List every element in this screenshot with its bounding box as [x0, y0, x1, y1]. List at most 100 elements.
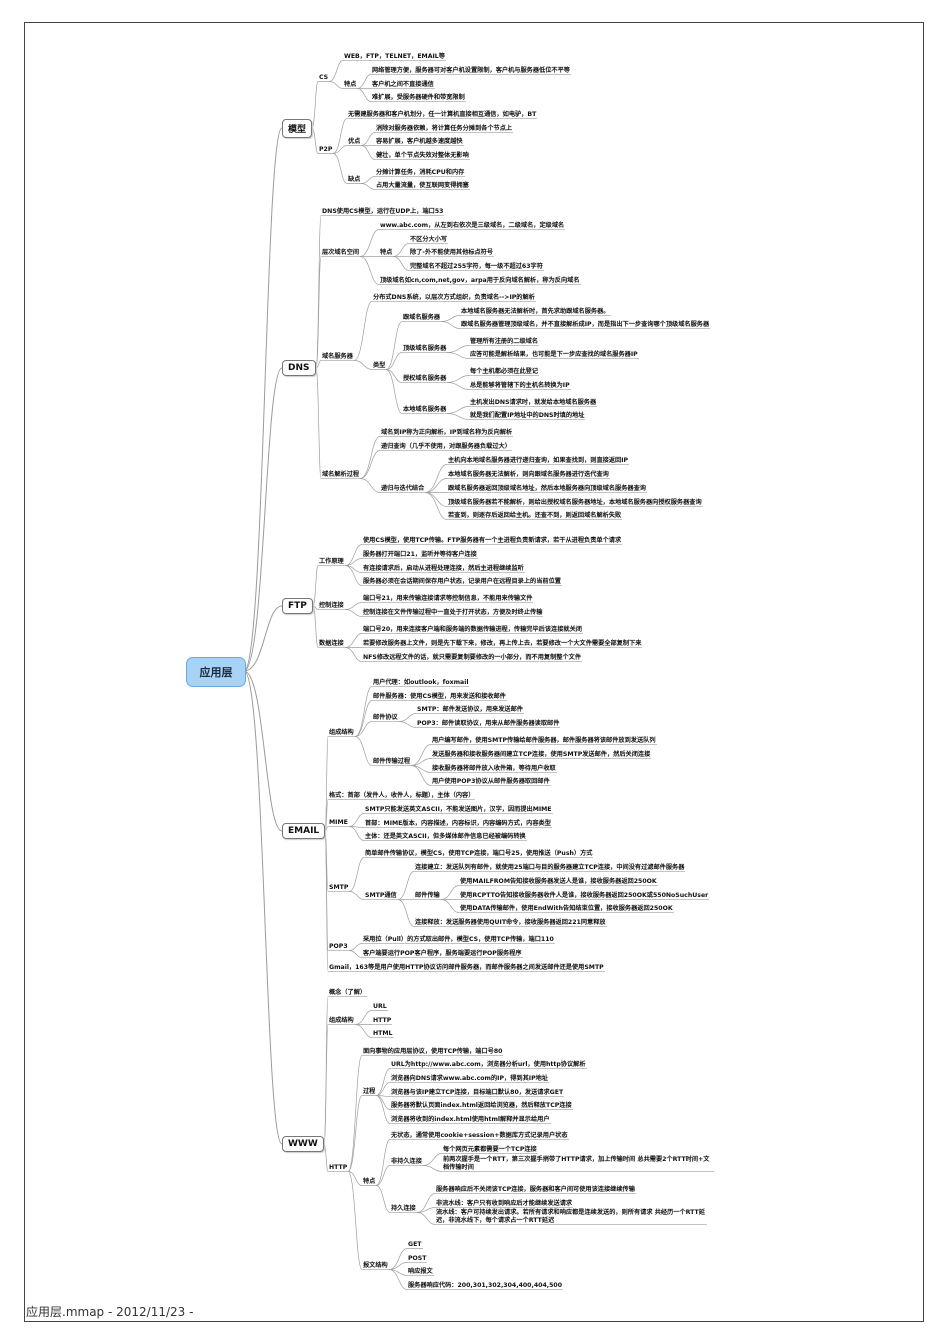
- leaf-node[interactable]: 每个网页元素都需要一个TCP连接: [443, 1146, 537, 1153]
- leaf-node[interactable]: 服务器响应代码：200,301,302,304,400,404,500: [408, 1282, 563, 1289]
- branch-node[interactable]: 跟域名服务器: [403, 314, 441, 321]
- leaf-node[interactable]: www.abc.com，从左到右依次是三级域名，二级域名，定级域名: [380, 222, 565, 229]
- leaf-node[interactable]: 邮件服务器：使用CS模型，用来发送和接收邮件: [373, 693, 506, 700]
- leaf-node[interactable]: SMTP只能发送英文ASCII，不能发送图片，汉字，因而提出MIME: [365, 806, 552, 813]
- leaf-node[interactable]: HTML: [373, 1030, 393, 1037]
- branch-node[interactable]: 缺点: [348, 176, 361, 183]
- leaf-node[interactable]: 主体：还是英文ASCII，但多媒体邮件信息已经被编码转换: [365, 833, 526, 840]
- leaf-node[interactable]: 浏览器向DNS请求www.abc.com的IP，得到其IP地址: [391, 1075, 548, 1082]
- branch-node[interactable]: 顶级域名服务器: [403, 345, 447, 352]
- leaf-node[interactable]: 接收服务器将邮件放入收件箱，等待用户收取: [432, 765, 556, 772]
- leaf-node[interactable]: 简单邮件传输协议，模型CS，使用TCP连接，端口号25，使用推送（Push）方式: [365, 850, 593, 857]
- branch-node[interactable]: 组成结构: [329, 729, 354, 736]
- branch-node[interactable]: 非持久连接: [391, 1158, 422, 1165]
- leaf-node[interactable]: 总是能够将管辖下的主机名转换为IP: [470, 382, 570, 389]
- branch-node[interactable]: 优点: [348, 138, 361, 145]
- leaf-node[interactable]: 服务器将默认页面index.html返回给浏览器，然后释放TCP连接: [391, 1102, 572, 1109]
- leaf-node[interactable]: 有连接请求后，启动从进程处理连接，然后主进程继续监听: [363, 565, 524, 572]
- branch-node[interactable]: 层次域名空间: [322, 249, 360, 256]
- leaf-node[interactable]: Gmail，163等是用户使用HTTP协议访问邮件服务器，而邮件服务器之间发送邮…: [329, 964, 604, 971]
- leaf-node[interactable]: 浏览器与该IP建立TCP连接，目标端口默认80，发送请求GET: [391, 1089, 564, 1096]
- leaf-node[interactable]: 控制连接在文件传输过程中一直处于打开状态，方便及时终止传输: [363, 609, 543, 616]
- leaf-node[interactable]: 管理所有注册的二级域名: [470, 338, 539, 345]
- leaf-node[interactable]: 格式：首部（发件人，收件人，标题），主体（内容）: [329, 792, 475, 799]
- branch-node[interactable]: 类型: [373, 362, 386, 369]
- leaf-node[interactable]: 顶级域名如cn,com,net,gov，arpa用于反向域名解析，称为反向域名: [380, 277, 580, 284]
- leaf-node[interactable]: 本地域名服务器无法解析时，首先求助跟域名服务器。: [461, 308, 610, 315]
- leaf-node[interactable]: 若要修改服务器上文件，则是先下载下来，修改，再上传上去，若要修改一个大文件需要全…: [363, 640, 642, 647]
- leaf-node[interactable]: 服务器打开端口21，监听并等待客户连接: [363, 551, 477, 558]
- leaf-node[interactable]: 首部：MIME版本，内容描述，内容标识，内容编码方式，内容类型: [365, 820, 551, 827]
- leaf-node[interactable]: URL为http://www.abc.com，浏览器分析url，使用http协议…: [391, 1061, 586, 1068]
- leaf-node[interactable]: 用户使用POP3协议从邮件服务器取回邮件: [432, 778, 550, 785]
- leaf-node[interactable]: 连接释放：发送服务器使用QUIT命令，接收服务器返回221同意释放: [415, 919, 606, 926]
- branch-node[interactable]: 报文结构: [363, 1262, 388, 1269]
- leaf-node[interactable]: 连接建立：发送队列有邮件，就使用25端口与目的服务器建立TCP连接，中间没有过滤…: [415, 864, 685, 871]
- branch-node[interactable]: 域名服务器: [322, 353, 353, 360]
- leaf-node[interactable]: WEB，FTP，TELNET，EMAIL等: [344, 53, 445, 60]
- leaf-node[interactable]: 无需建服务器和客户机划分，任一计算机直接相互通信，如电驴，BT: [348, 111, 537, 118]
- leaf-node[interactable]: 域名到IP称为正向解析，IP到域名称为反向解析: [381, 429, 513, 436]
- leaf-node[interactable]: 消除对服务器依赖，将计算任务分摊到各个节点上: [376, 125, 513, 132]
- leaf-node[interactable]: POST: [408, 1255, 427, 1262]
- branch-node[interactable]: 特点: [380, 249, 393, 256]
- leaf-node[interactable]: 分摊计算任务，消耗CPU和内存: [376, 169, 465, 176]
- leaf-node[interactable]: URL: [373, 1003, 387, 1010]
- leaf-node[interactable]: 服务器响应后不关闭该TCP连接，服务器和客户间可使用该连接继续传输: [436, 1186, 635, 1193]
- leaf-node[interactable]: GET: [408, 1241, 422, 1248]
- leaf-node[interactable]: 客户机之间不直接通信: [372, 81, 434, 88]
- main-topic[interactable]: FTP: [282, 598, 313, 614]
- branch-node[interactable]: POP3: [329, 943, 348, 950]
- leaf-node[interactable]: 容易扩展，客户机越多速度越快: [376, 138, 463, 145]
- leaf-node[interactable]: 难扩展，受服务器硬件和带宽限制: [372, 94, 465, 101]
- leaf-node[interactable]: 主机发出DNS请求时，就发给本地域名服务器: [470, 399, 597, 406]
- leaf-node[interactable]: 完整域名不超过255字符，每一级不超过63字符: [410, 263, 543, 270]
- leaf-node[interactable]: 用户编写邮件，使用SMTP传输给邮件服务器，邮件服务器将该邮件放到发送队列: [432, 737, 656, 744]
- leaf-node[interactable]: 使用MAILFROM告知接收服务器发送人是谁，接收服务器返回250OK: [460, 878, 657, 885]
- leaf-node[interactable]: 用户代理：如outlook，foxmail: [373, 679, 469, 686]
- branch-node[interactable]: 本地域名服务器: [403, 406, 447, 413]
- leaf-node[interactable]: 概念（了解）: [329, 989, 367, 996]
- leaf-node[interactable]: 网络管理方便，服务器可对客户机设置限制，客户机与服务器低位不平等: [372, 67, 570, 74]
- branch-node[interactable]: 邮件传输过程: [373, 758, 411, 765]
- leaf-node[interactable]: 占用大量流量，使互联网变得拥塞: [376, 182, 469, 189]
- leaf-node[interactable]: 发送服务器和接收服务器间建立TCP连接，使用SMTP发送邮件，然后关闭连接: [432, 751, 651, 758]
- leaf-node[interactable]: NFS修改远程文件的话，就只需要复制要修改的一小部分，而不用复制整个文件: [363, 654, 582, 661]
- branch-node[interactable]: 组成结构: [329, 1017, 354, 1024]
- branch-node[interactable]: 特点: [344, 81, 357, 88]
- leaf-node[interactable]: 不区分大小写: [410, 236, 448, 243]
- leaf-node[interactable]: 端口号20，用来连接客户端和服务端的数据传输进程，传输完毕后该连接就关闭: [363, 626, 582, 633]
- leaf-node[interactable]: 主机向本地域名服务器进行递归查询，如果查找到，则直接返回IP: [448, 457, 629, 464]
- leaf-node[interactable]: 就是我们配置IP地址中的DNS时填的地址: [470, 412, 585, 419]
- leaf-node[interactable]: 本地域名服务器无法解析，则向跟域名服务器进行迭代查询: [448, 471, 609, 478]
- leaf-node[interactable]: 若查到，则逐存后返回给主机。还查不到，则返回域名解析失败: [448, 512, 622, 519]
- leaf-node[interactable]: 顶级域名服务器若不能解析，则给出授权域名服务器地址，本地域名服务器向授权服务器查…: [448, 499, 702, 506]
- branch-node[interactable]: HTTP: [329, 1164, 348, 1171]
- branch-node[interactable]: 域名解析过程: [322, 471, 360, 478]
- leaf-node[interactable]: 客户端要运行POP客户程序，服务端要运行POP服务程序: [363, 950, 522, 957]
- leaf-node[interactable]: 应答可能是解析结果，也可能是下一步应查找的域名服务器IP: [470, 351, 638, 358]
- leaf-node[interactable]: 每个主机都必须在此登记: [470, 368, 539, 375]
- branch-node[interactable]: 工作原理: [319, 558, 344, 565]
- leaf-node[interactable]: 面向事物的应用层协议，使用TCP传输，端口号80: [363, 1048, 503, 1055]
- leaf-node[interactable]: 跟域名服务器管理顶级域名，并不直接解析成IP，而是指出下一步查询哪个顶级域名服务…: [461, 321, 710, 328]
- branch-node[interactable]: 邮件协议: [373, 714, 398, 721]
- leaf-node[interactable]: 流水线：客户可持续发出请求。若所有请求和响应都是连续发送的，则所有请求 共经历一…: [436, 1209, 705, 1224]
- branch-node[interactable]: SMTP通信: [365, 892, 397, 899]
- branch-node[interactable]: 特点: [363, 1178, 376, 1185]
- leaf-node[interactable]: 前两次握手是一个RTT，第三次握手捎带了HTTP请求，加上传输时间 总共需要2个…: [443, 1156, 710, 1171]
- leaf-node[interactable]: 使用DATA传输邮件，使用EndWith告知结束位置，接收服务器返回250OK: [460, 905, 673, 912]
- main-topic[interactable]: DNS: [282, 360, 316, 376]
- leaf-node[interactable]: SMTP：邮件发送协议，用来发送邮件: [417, 706, 523, 713]
- leaf-node[interactable]: 分布式DNS系统，以层次方式组织，负责域名-->IP的解析: [373, 294, 535, 301]
- branch-node[interactable]: P2P: [319, 146, 333, 153]
- leaf-node[interactable]: POP3：邮件读取协议，用来从邮件服务器读取邮件: [417, 720, 560, 727]
- leaf-node[interactable]: 端口号21，用来传输连接请求等控制信息，不能用来传输文件: [363, 595, 533, 602]
- leaf-node[interactable]: 除了-外不能使用其他标点符号: [410, 249, 494, 256]
- leaf-node[interactable]: DNS使用CS模型，运行在UDP上，端口53: [322, 208, 444, 215]
- leaf-node[interactable]: 跟域名服务器返回顶级域名地址，然后本地服务器向顶级域名服务器查询: [448, 485, 646, 492]
- leaf-node[interactable]: 无状态，通常使用cookie+session+数据库方式记录用户状态: [391, 1132, 568, 1139]
- branch-node[interactable]: CS: [319, 74, 329, 81]
- branch-node[interactable]: 过程: [363, 1088, 376, 1095]
- leaf-node[interactable]: 服务器必须在会话期间保存用户状态，记录用户在远程目录上的当前位置: [363, 578, 561, 585]
